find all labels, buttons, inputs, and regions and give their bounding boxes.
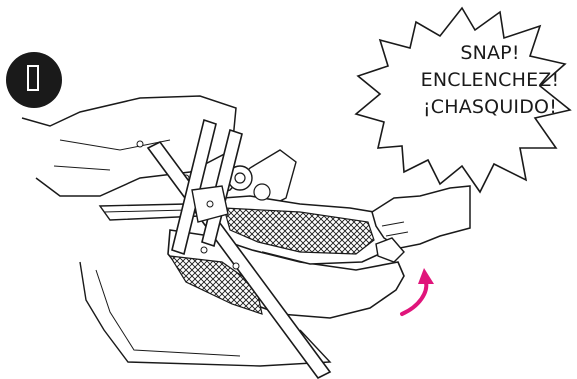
step-glyph-icon [27,65,39,91]
frame-rivet [201,247,207,253]
sleeve-button [137,141,143,147]
right-hand [372,186,470,248]
frame-rivet [207,201,213,207]
step-number-badge [6,52,62,108]
snap-callout-text: SNAP! ENCLENCHEZ! ¡CHASQUIDO! [390,40,577,121]
frame-rivet [233,263,239,269]
hinge-gear [254,184,270,200]
callout-line-english: SNAP! [390,40,577,67]
callout-line-spanish: ¡CHASQUIDO! [390,94,577,121]
lift-direction-arrow [402,282,426,314]
lift-arrowhead [418,268,434,284]
callout-line-french: ENCLENCHEZ! [390,67,577,94]
hinge-gear [235,173,245,183]
